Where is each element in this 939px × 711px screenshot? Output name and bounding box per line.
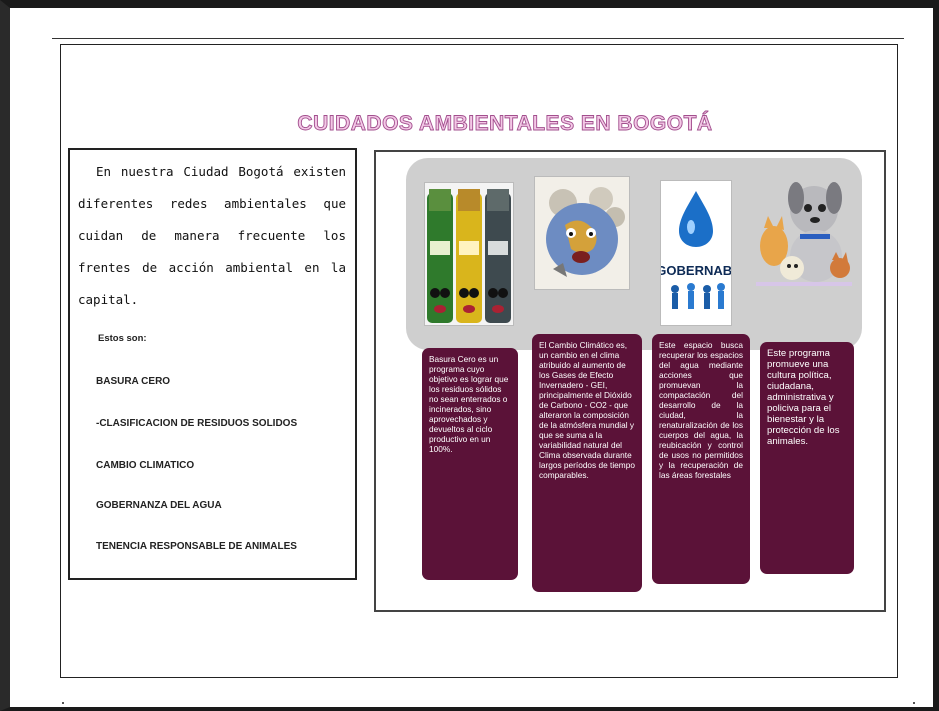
basura-cero-card: Basura Cero es un programa cuyo objetivo… [422, 348, 518, 580]
card-text: Este espacio busca recuperar los espacio… [659, 340, 743, 480]
card-text: Basura Cero es un programa cuyo objetivo… [429, 354, 509, 454]
topics-heading: Estos son: [98, 333, 147, 344]
topic-item: -CLASIFICACION DE RESIDUOS SOLIDOS [96, 418, 298, 429]
card-text: El Cambio Climático es, un cambio en el … [539, 340, 635, 480]
water-governance-image: GOBERNABI [660, 180, 732, 326]
topic-item: CAMBIO CLIMATICO [96, 460, 195, 471]
page-top-rule [52, 38, 904, 39]
gobernanza-agua-card: Este espacio busca recuperar los espacio… [652, 334, 750, 584]
animals-image [756, 176, 852, 292]
topic-item: BASURA CERO [96, 376, 171, 387]
card-text: Este programa promueve una cultura polít… [767, 348, 840, 447]
intro-panel: En nuestra Ciudad Bogotá existen diferen… [68, 148, 357, 580]
infographic-panel: GOBERNABI Basura Cero [374, 150, 886, 612]
cambio-climatico-card: El Cambio Climático es, un cambio en el … [532, 334, 642, 592]
page-corner-mark [62, 702, 64, 704]
tenencia-animales-card: Este programa promueve una cultura polít… [760, 342, 854, 574]
topic-item: TENENCIA RESPONSABLE DE ANIMALES [96, 541, 297, 552]
svg-text:GOBERNABI: GOBERNABI [661, 263, 731, 278]
intro-text: En nuestra Ciudad Bogotá existen diferen… [78, 164, 346, 307]
page-corner-mark [913, 702, 915, 704]
page-title: CUIDADOS AMBIENTALES EN BOGOTÁ [297, 112, 713, 136]
topic-item: GOBERNANZA DEL AGUA [96, 500, 222, 511]
climate-change-image [534, 176, 630, 290]
recycling-bins-image [424, 182, 514, 326]
